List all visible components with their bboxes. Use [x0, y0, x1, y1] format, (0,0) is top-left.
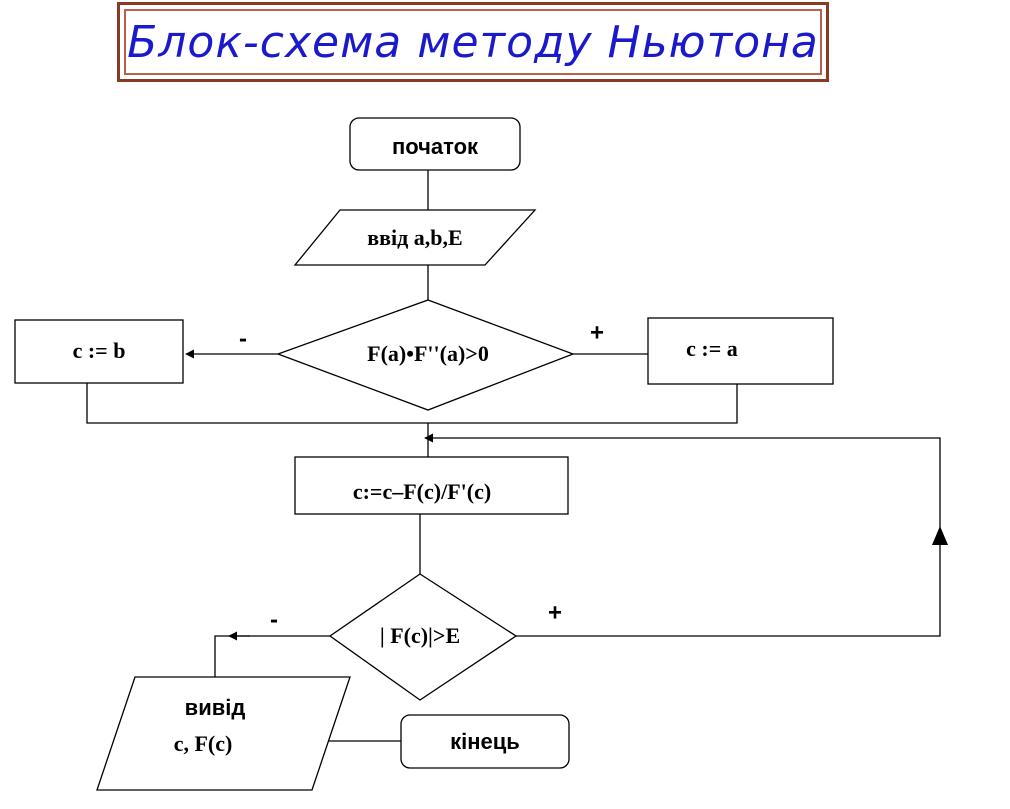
decision2-no-sign: -: [270, 606, 278, 633]
decision1-diamond: [276, 299, 575, 411]
output-label-line2: c, F(c): [174, 731, 233, 756]
decision1-yes-sign: +: [590, 319, 604, 346]
assign-a-label: c := a: [686, 336, 738, 361]
process-label: c:=c–F(c)/F'(c): [353, 479, 491, 504]
assign-b-box: [14, 319, 184, 384]
decision2-diamond: [328, 573, 518, 701]
assign-b-label: c := b: [73, 338, 126, 363]
connector-merge: [86, 383, 738, 424]
output-label-line1: вивід: [185, 695, 246, 720]
output-parallelogram: [96, 676, 351, 791]
end-terminal: [400, 714, 570, 769]
input-label: ввід a,b,E: [367, 225, 462, 250]
input-parallelogram: [293, 209, 537, 266]
decision1-no-sign: -: [239, 325, 247, 352]
assign-a-box: [647, 317, 834, 385]
end-label: кінець: [450, 729, 520, 754]
start-terminal: [349, 117, 521, 171]
decision2-label: | F(c)|>E: [380, 623, 460, 648]
process-box: [294, 456, 569, 515]
decision2-yes-sign: +: [548, 599, 562, 626]
connector-decision2-output: [214, 635, 330, 677]
title-frame: Блок-схема методу Ньютона: [117, 2, 829, 82]
diagram-title: Блок-схема методу Ньютона: [127, 16, 819, 68]
loop-up-arrowhead: [932, 526, 948, 545]
decision1-label: F(a)•F''(a)>0: [367, 341, 489, 366]
start-label: початок: [392, 134, 479, 159]
